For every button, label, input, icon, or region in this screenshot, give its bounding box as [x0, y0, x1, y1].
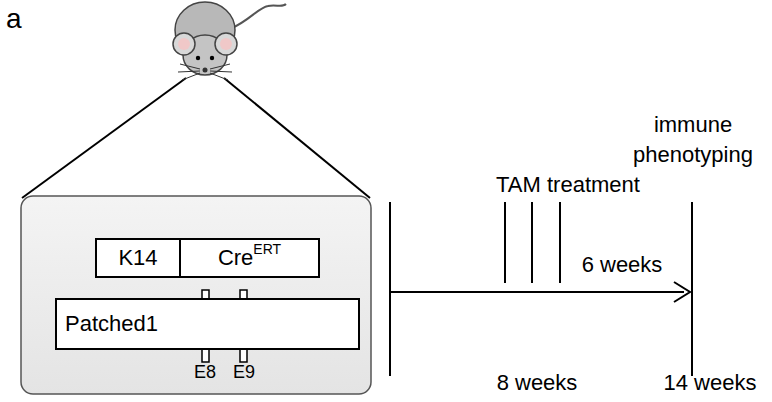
node-text: K14 [118, 247, 157, 269]
genotype-panel [21, 196, 371, 394]
mouse-icon [173, 2, 286, 80]
phase-label: immune phenotyping [623, 110, 763, 169]
age-label: 14 weeks [664, 370, 757, 396]
zoom-line [22, 78, 186, 198]
construct-box: K14 [95, 238, 181, 278]
zoom-line [224, 78, 370, 198]
node-text: Cre [218, 247, 253, 269]
gene-bar: Patched1 [55, 298, 360, 350]
phase-label: TAM treatment [496, 172, 640, 198]
duration-label: 6 weeks [582, 252, 663, 278]
age-label: 8 weeks [497, 370, 578, 396]
exon-label: E8 [194, 362, 216, 384]
node-text: Patched1 [65, 313, 158, 335]
superscript-text: ERT [253, 242, 281, 256]
timeline [390, 202, 692, 376]
construct-box: CreERT [179, 238, 320, 278]
exon-label: E9 [233, 362, 255, 384]
panel-letter: a [6, 2, 22, 36]
